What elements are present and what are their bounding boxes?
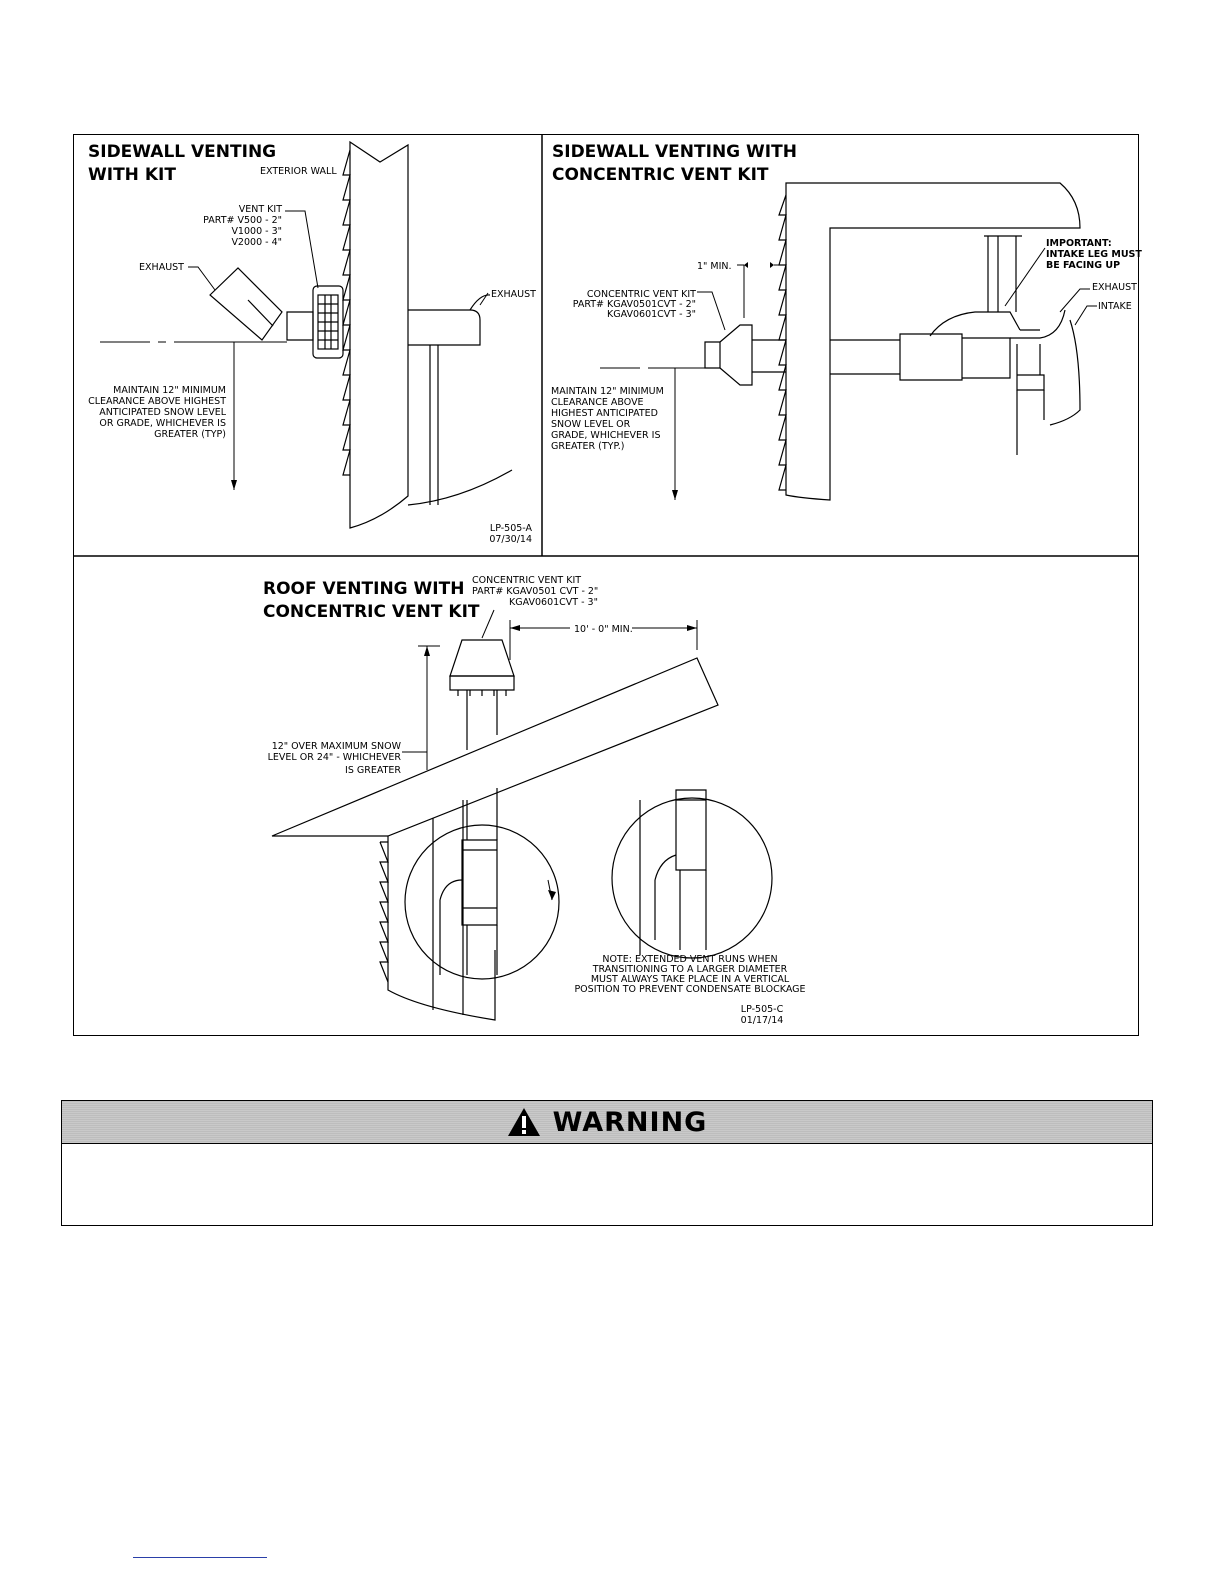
panel1-code: LP-505-A bbox=[490, 523, 533, 534]
panel2-kit-line-2: PART# KGAV0501CVT - 2" bbox=[573, 299, 696, 310]
vent-kit-label: VENT KIT bbox=[239, 204, 282, 215]
one-inch-min-label: 1" MIN. bbox=[697, 261, 732, 272]
panel-sidewall-concentric: SIDEWALL VENTING WITH CONCENTRIC VENT KI… bbox=[551, 142, 1142, 501]
note-line-1: NOTE: EXTENDED VENT RUNS WHEN bbox=[602, 954, 777, 965]
exhaust-right-label: EXHAUST bbox=[491, 289, 536, 300]
panel3-title-line1: ROOF VENTING WITH bbox=[263, 579, 464, 599]
panel2-clearance-3: HIGHEST ANTICIPATED bbox=[551, 408, 658, 419]
venting-diagrams: SIDEWALL VENTING WITH KIT EXTERIOR WALL … bbox=[73, 134, 1142, 1026]
warning-triangle-icon bbox=[507, 1108, 540, 1136]
panel2-clearance-5: GRADE, WHICHEVER IS bbox=[551, 430, 661, 441]
note-line-3: MUST ALWAYS TAKE PLACE IN A VERTICAL bbox=[591, 974, 790, 985]
panel2-clearance-6: GREATER (TYP.) bbox=[551, 441, 624, 452]
panel1-title-line2: WITH KIT bbox=[88, 165, 176, 185]
warning-body bbox=[62, 1144, 1152, 1226]
panel3-title-line2: CONCENTRIC VENT KIT bbox=[263, 602, 480, 622]
important-line-1: IMPORTANT: bbox=[1046, 238, 1112, 249]
clearance-line-5: GREATER (TYP) bbox=[154, 429, 226, 440]
clearance-line-3: ANTICIPATED SNOW LEVEL bbox=[99, 407, 226, 418]
panel2-kit-line-3: KGAV0601CVT - 3" bbox=[607, 309, 696, 320]
panel1-title-line1: SIDEWALL VENTING bbox=[88, 142, 276, 162]
panel2-intake-label: INTAKE bbox=[1098, 301, 1132, 312]
panel3-date: 01/17/14 bbox=[741, 1015, 784, 1026]
note-line-2: TRANSITIONING TO A LARGER DIAMETER bbox=[592, 964, 788, 975]
exterior-wall-label: EXTERIOR WALL bbox=[260, 166, 337, 177]
panel3-code: LP-505-C bbox=[741, 1004, 784, 1015]
panel-sidewall-kit: SIDEWALL VENTING WITH KIT EXTERIOR WALL … bbox=[88, 140, 536, 545]
clearance-line-4: OR GRADE, WHICHEVER IS bbox=[99, 418, 226, 429]
important-line-2: INTAKE LEG MUST bbox=[1046, 249, 1142, 260]
panel2-title-line2: CONCENTRIC VENT KIT bbox=[552, 165, 769, 185]
footer-link-underline bbox=[133, 1557, 267, 1558]
panel3-kit-line-1: CONCENTRIC VENT KIT bbox=[472, 575, 581, 586]
panel2-kit-line-1: CONCENTRIC VENT KIT bbox=[587, 289, 696, 300]
snow-line-1: 12" OVER MAXIMUM SNOW bbox=[272, 741, 402, 752]
panel2-clearance-2: CLEARANCE ABOVE bbox=[551, 397, 644, 408]
panel2-exhaust-label: EXHAUST bbox=[1092, 282, 1137, 293]
clearance-line-1: MAINTAIN 12" MINIMUM bbox=[113, 385, 226, 396]
panel2-clearance-4: SNOW LEVEL OR bbox=[551, 419, 631, 430]
panel3-kit-line-2: PART# KGAV0501 CVT - 2" bbox=[472, 586, 598, 597]
panel-roof-concentric: ROOF VENTING WITH CONCENTRIC VENT KIT CO… bbox=[263, 575, 806, 1026]
vent-kit-part-2: V1000 - 3" bbox=[231, 226, 282, 237]
panel2-title-line1: SIDEWALL VENTING WITH bbox=[552, 142, 797, 162]
note-line-4: POSITION TO PREVENT CONDENSATE BLOCKAGE bbox=[574, 984, 805, 995]
important-line-3: BE FACING UP bbox=[1046, 260, 1120, 271]
ten-foot-min-label: 10' - 0" MIN. bbox=[574, 624, 633, 635]
panel3-kit-line-3: KGAV0601CVT - 3" bbox=[509, 597, 598, 608]
warning-header: WARNING bbox=[62, 1101, 1152, 1144]
exhaust-left-label: EXHAUST bbox=[139, 262, 184, 273]
warning-title: WARNING bbox=[552, 1106, 708, 1138]
panel1-date: 07/30/14 bbox=[489, 534, 532, 545]
vent-kit-part-3: V2000 - 4" bbox=[231, 237, 282, 248]
clearance-line-2: CLEARANCE ABOVE HIGHEST bbox=[88, 396, 226, 407]
venting-diagram-frame bbox=[73, 134, 1139, 1036]
panel2-clearance-1: MAINTAIN 12" MINIMUM bbox=[551, 386, 664, 397]
warning-box: WARNING bbox=[61, 1100, 1153, 1226]
snow-line-3: IS GREATER bbox=[345, 765, 401, 776]
vent-kit-part-1: PART# V500 - 2" bbox=[203, 215, 282, 226]
snow-line-2: LEVEL OR 24" - WHICHEVER bbox=[268, 752, 402, 763]
